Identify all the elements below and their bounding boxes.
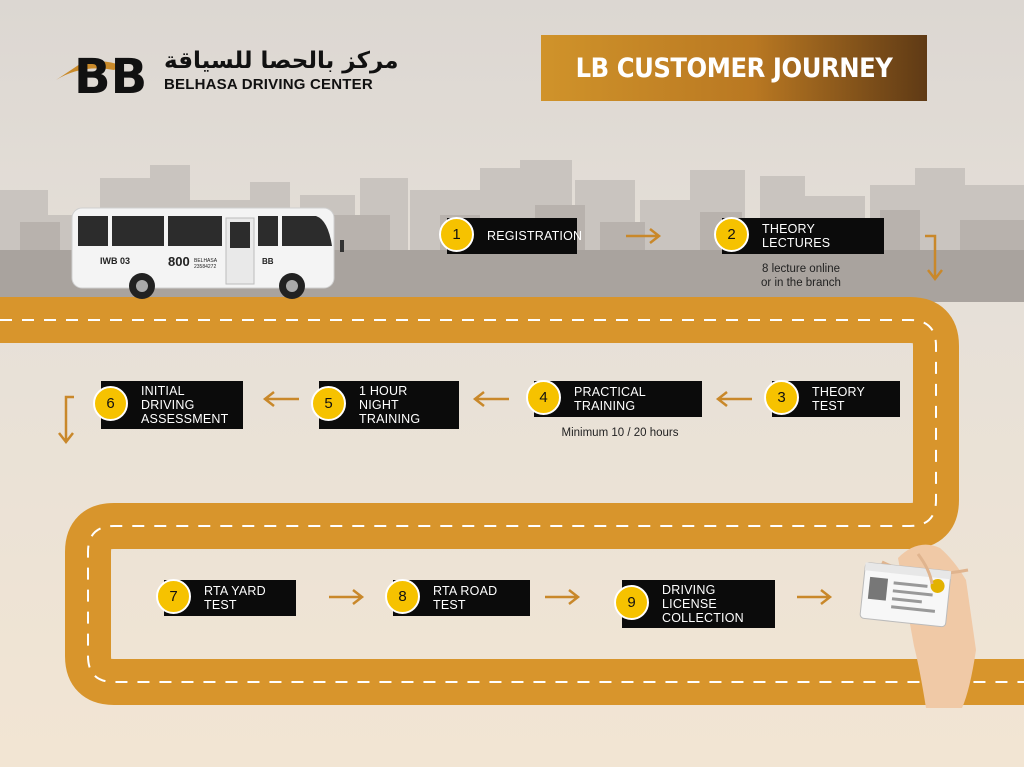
arrow-left-icon (715, 391, 752, 407)
brand-logo: BB مركز بالحصا للسياقة BELHASA DRIVING C… (52, 44, 399, 100)
svg-text:BELHASA: BELHASA (194, 258, 218, 264)
road-lane-dashes (0, 319, 1024, 683)
step-number-badge: 2 (714, 217, 749, 252)
step-number-badge: 6 (93, 386, 128, 421)
step-theory-lectures: 2 THEORY LECTURES (714, 217, 884, 254)
step-driving-license-collection: 9 DRIVING LICENSE COLLECTION (614, 580, 775, 628)
step-label: INITIAL DRIVING ASSESSMENT (141, 384, 229, 426)
step-rta-yard-test: 7 RTA YARD TEST (156, 579, 296, 616)
step-label: 1 HOUR NIGHT TRAINING (359, 384, 421, 426)
arrow-right-icon (626, 228, 662, 244)
arrow-right-icon (545, 589, 581, 605)
svg-text:23584272: 23584272 (194, 264, 216, 270)
step-registration: 1 REGISTRATION (439, 217, 583, 254)
step-practical-training: 4 PRACTICAL TRAINING (526, 380, 702, 417)
arrow-right-icon (329, 589, 365, 605)
step-number-badge: 1 (439, 217, 474, 252)
step-initial-driving-assessment: 6 INITIAL DRIVING ASSESSMENT (93, 381, 243, 429)
step-number-badge: 9 (614, 585, 649, 620)
step-label: THEORY TEST (812, 385, 865, 413)
svg-text:BB: BB (262, 257, 274, 266)
svg-text:BB: BB (74, 49, 147, 100)
arrow-left-icon (472, 391, 509, 407)
step-number-badge: 7 (156, 579, 191, 614)
theory-lectures-note: 8 lecture online or in the branch (761, 263, 841, 289)
brand-name-english: BELHASA DRIVING CENTER (164, 76, 373, 93)
practical-training-note: Minimum 10 / 20 hours (561, 427, 679, 439)
svg-text:800: 800 (168, 254, 190, 269)
page-title: LB CUSTOMER JOURNEY (575, 52, 893, 84)
arrow-down-icon (925, 234, 943, 282)
step-number-badge: 3 (764, 380, 799, 415)
bus-illustration: IWB 03 800 BELHASA 23584272 BB (71, 207, 344, 299)
step-label: RTA ROAD TEST (433, 584, 498, 612)
step-number-badge: 5 (311, 386, 346, 421)
arrow-down-icon (58, 395, 74, 445)
arrow-left-icon (262, 391, 299, 407)
step-label: THEORY LECTURES (762, 222, 831, 250)
title-banner: LB CUSTOMER JOURNEY (541, 35, 927, 101)
license-card-icon (859, 544, 976, 708)
step-number-badge: 4 (526, 380, 561, 415)
step-night-training: 5 1 HOUR NIGHT TRAINING (311, 381, 459, 429)
brand-name-arabic: مركز بالحصا للسياقة (164, 48, 399, 74)
step-label: RTA YARD TEST (204, 584, 266, 612)
step-label: PRACTICAL TRAINING (574, 385, 646, 413)
svg-text:IWB 03: IWB 03 (100, 256, 130, 266)
step-label: REGISTRATION (487, 229, 583, 243)
arrow-right-icon (797, 589, 833, 605)
step-label: DRIVING LICENSE COLLECTION (662, 583, 744, 625)
step-number-badge: 8 (385, 579, 420, 614)
bb-logo-icon: BB (56, 49, 147, 100)
step-rta-road-test: 8 RTA ROAD TEST (385, 579, 530, 616)
step-theory-test: 3 THEORY TEST (764, 380, 900, 417)
